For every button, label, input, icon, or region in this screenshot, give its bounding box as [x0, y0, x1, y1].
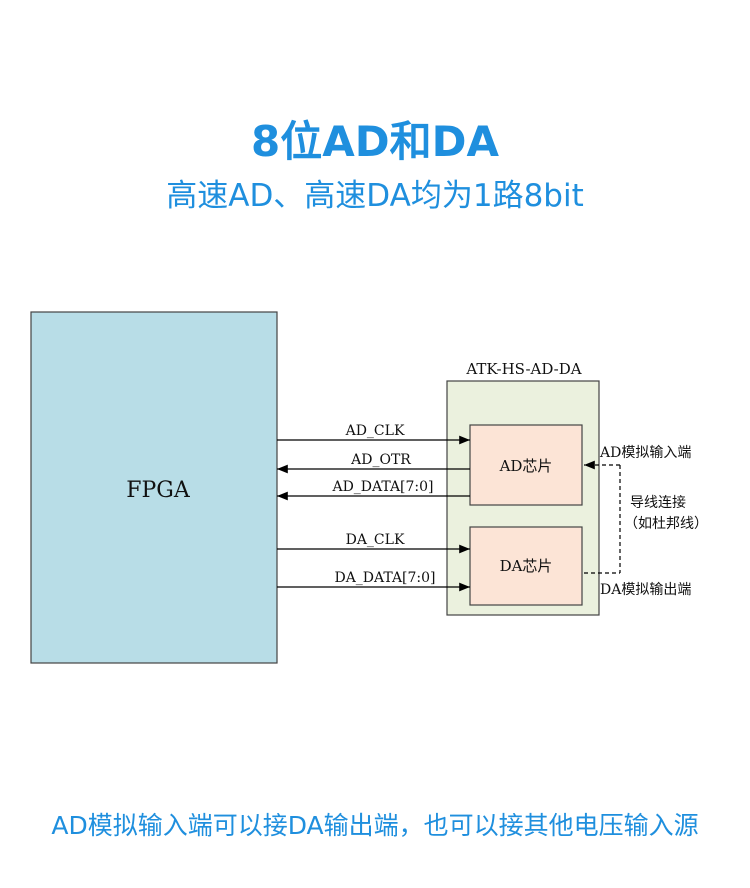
- fpga-block: [30, 311, 278, 664]
- fpga-label: FPGA: [126, 478, 191, 503]
- ad-chip-label: AD芯片: [499, 457, 553, 475]
- ad-chip: [469, 424, 583, 506]
- da-chip-label: DA芯片: [500, 557, 553, 575]
- page-title: 8位AD和DA: [251, 117, 499, 166]
- footer-note: AD模拟输入端可以接DA输出端，也可以接其他电压输入源: [51, 811, 699, 840]
- da-output-label: DA模拟输出端: [600, 582, 691, 598]
- ad-clk-label: AD_CLK: [345, 423, 405, 439]
- page-subtitle: 高速AD、高速DA均为1路8bit: [166, 178, 584, 214]
- module-label: ATK-HS-AD-DA: [465, 360, 581, 378]
- da-data-label: DA_DATA[7:0]: [334, 570, 435, 586]
- da-clk-label: DA_CLK: [346, 532, 405, 548]
- wire-label-line1: 导线连接: [630, 494, 686, 511]
- wire-label-line2: （如杜邦线）: [624, 516, 708, 532]
- da-chip: [469, 526, 583, 606]
- ad-data-label: AD_DATA[7:0]: [331, 479, 433, 495]
- ad-input-label: AD模拟输入端: [599, 445, 691, 461]
- ad-otr-label: AD_OTR: [350, 452, 411, 468]
